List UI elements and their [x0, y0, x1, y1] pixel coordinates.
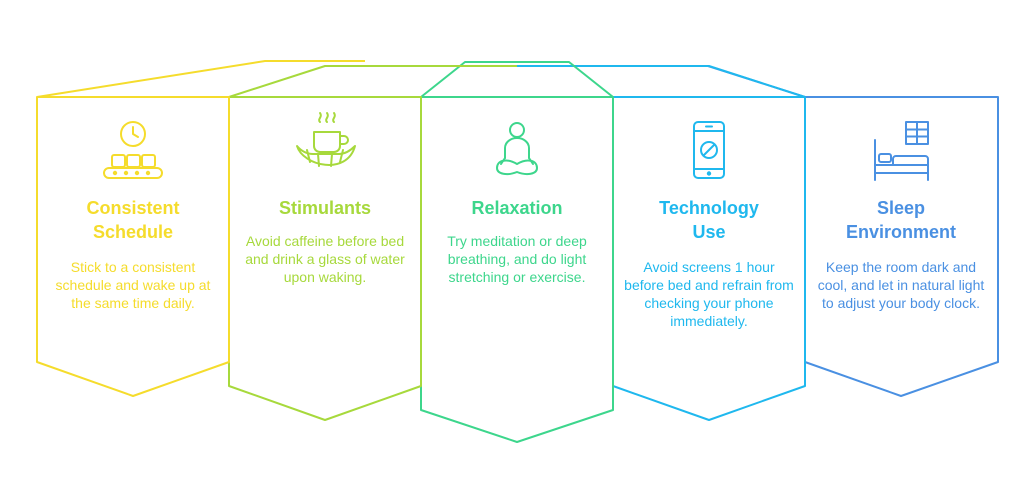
panel-description: Stick to a consistent schedule and wake …	[55, 259, 211, 311]
panel-description: Avoid caffeine before bed and drink a gl…	[245, 233, 405, 285]
meditation-icon	[496, 122, 538, 176]
panel-shape-consistent-schedule	[36, 60, 365, 397]
panel-sleep-environment: Sleep Environment Keep the room dark and…	[816, 196, 986, 312]
panel-description: Try meditation or deep breathing, and do…	[447, 233, 587, 285]
panel-stimulants: Stimulants Avoid caffeine before bed and…	[240, 196, 410, 286]
panel-technology-use: Technology Use Avoid screens 1 hour befo…	[624, 196, 794, 330]
clock-conveyor-icon	[103, 121, 163, 179]
panel-relaxation: Relaxation Try meditation or deep breath…	[432, 196, 602, 286]
panel-consistent-schedule: Consistent Schedule Stick to a consisten…	[48, 196, 218, 312]
coffee-croissant-icon	[296, 112, 356, 167]
panel-description: Avoid screens 1 hour before bed and refr…	[624, 259, 794, 329]
phone-blocked-icon	[693, 121, 725, 179]
panel-description: Keep the room dark and cool, and let in …	[817, 259, 985, 311]
panel-title: Sleep Environment	[845, 198, 956, 242]
panel-title: Consistent Schedule	[86, 198, 180, 242]
panel-title: Stimulants	[278, 198, 371, 218]
bed-window-icon	[874, 121, 929, 181]
panel-title: Relaxation	[471, 198, 563, 218]
panel-title: Technology Use	[659, 198, 759, 242]
